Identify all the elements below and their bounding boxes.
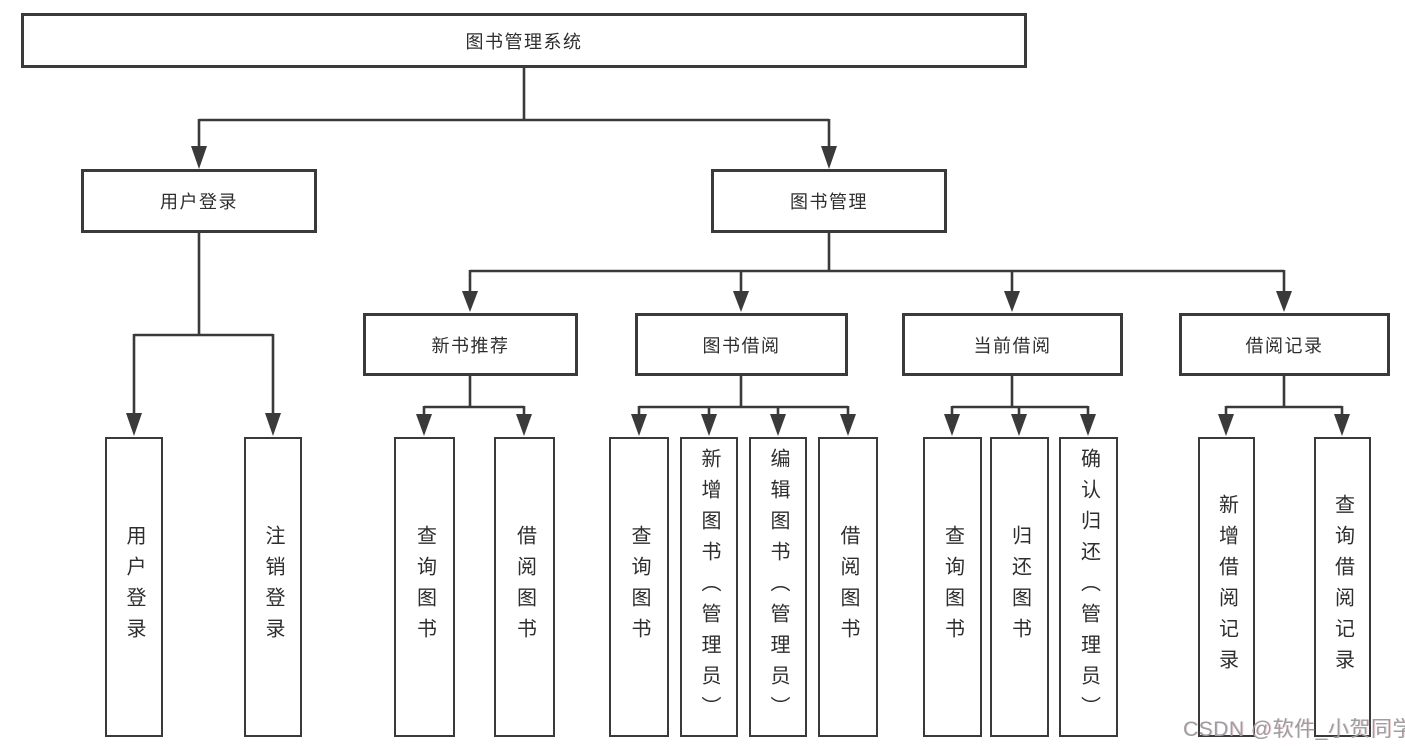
node-label: 借阅图书 [837,525,859,649]
leaf-borrow-books: 借阅图书 [818,437,878,737]
leaf-edit-books-admin: 编辑图书（管理员） [749,437,807,737]
node-new-book-recommend: 新书推荐 [363,313,578,376]
leaf-return-books: 归还图书 [990,437,1049,737]
leaf-logout: 注销登录 [244,437,302,737]
node-label: 确认归还（管理员） [1077,447,1100,727]
leaf-add-borrow-record: 新增借阅记录 [1198,437,1255,737]
node-label: 新增图书（管理员） [698,447,720,727]
node-label: 查询图书 [413,525,436,649]
leaf-borrow-books-recommend: 借阅图书 [494,437,555,737]
node-label: 借阅记录 [1245,335,1324,356]
node-book-management: 图书管理 [711,169,947,233]
leaf-query-books-current: 查询图书 [923,437,982,737]
node-label: 注销登录 [262,525,284,649]
node-label: 当前借阅 [973,335,1052,356]
node-label: 编辑图书（管理员） [767,447,789,727]
node-label: 用户登录 [123,525,145,649]
node-user-login: 用户登录 [81,169,317,233]
node-book-borrow: 图书借阅 [635,313,848,376]
leaf-query-books-borrow: 查询图书 [609,437,669,737]
node-label: 图书借阅 [702,335,781,356]
arrowheads [126,146,1350,436]
node-label: 新书推荐 [431,335,510,356]
leaf-query-borrow-record: 查询借阅记录 [1314,437,1371,737]
leaf-confirm-return-admin: 确认归还（管理员） [1059,437,1118,737]
leaf-add-books-admin: 新增图书（管理员） [680,437,738,737]
node-label: 查询图书 [628,525,650,649]
leaf-user-login: 用户登录 [105,437,163,737]
node-label: 归还图书 [1008,525,1031,649]
csdn-watermark: CSDN @软件_小贺同学 [1183,718,1405,741]
node-label: 借阅图书 [513,525,536,649]
node-label: 图书管理系统 [465,31,583,52]
node-label: 用户登录 [160,192,238,212]
node-label: 图书管理 [790,192,868,212]
node-borrow-records: 借阅记录 [1179,313,1390,376]
node-label: 新增借阅记录 [1215,494,1238,680]
node-current-borrow: 当前借阅 [902,313,1123,376]
leaf-query-books-recommend: 查询图书 [394,437,455,737]
node-library-management-system: 图书管理系统 [21,13,1027,68]
node-label: 查询图书 [941,525,964,649]
node-label: 查询借阅记录 [1331,494,1354,680]
